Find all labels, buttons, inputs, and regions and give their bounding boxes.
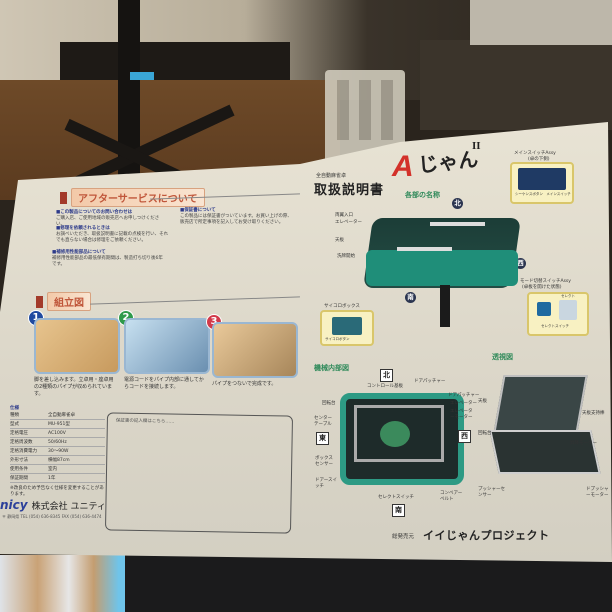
cutaway-heading: 透視図 — [492, 353, 513, 361]
direction-north-icon: 北 — [452, 198, 463, 209]
after-service-heading: アフターサービスについて — [60, 188, 205, 207]
assembly-heading: 組立図 — [36, 292, 91, 311]
printer — [470, 0, 612, 45]
blue-tape — [130, 72, 154, 80]
rail — [354, 405, 357, 462]
paper-stack — [0, 555, 125, 612]
manufacturer-brand: nicy 株式会社 ユニティ — [0, 498, 106, 512]
logo-version: II — [472, 140, 481, 152]
microphone-stand — [118, 0, 140, 175]
distributor-name: イイじゃんプロジェクト — [423, 529, 550, 542]
step-3-illustration — [212, 322, 298, 378]
spec-row: 使用条件室内 — [10, 465, 105, 474]
crate-slot — [359, 80, 371, 140]
direction-west-icon: 西 — [458, 430, 471, 443]
note-box: 保証書の記入欄はこちら…… — [104, 412, 294, 534]
direction-south-icon: 南 — [405, 292, 416, 303]
after-service-paragraph: ■補修用性能部品について 補修用性能部品の最低保有期間は、製造打ち切り後6年です… — [52, 250, 163, 267]
distributor-label: 総発売元 — [392, 534, 415, 540]
mode-switch-button — [537, 302, 551, 316]
mode-switch-card: セレクト セレクトスイッチ — [527, 292, 589, 336]
after-service-paragraph: ■修理を依頼されるときは お調べいただき、取扱説明書に記載の点検を行い、それでも… — [56, 226, 169, 243]
tile-row — [430, 222, 485, 226]
cutaway-base — [489, 430, 601, 474]
rail — [354, 459, 444, 462]
direction-north-icon: 北 — [380, 369, 393, 382]
crate-slot — [337, 80, 349, 140]
main-switch-card: シーケンスボタン メインスイッチ — [510, 162, 574, 204]
rail — [354, 405, 444, 408]
section-marker-icon — [36, 295, 43, 308]
assembly-step-3: 3 パイプをつないで完成です。 — [206, 314, 298, 388]
parts-heading: 各部の名称 — [405, 191, 440, 199]
spec-row: 外形寸法横幅87cm — [10, 456, 105, 465]
unity-logo: nicy — [0, 498, 28, 512]
cutaway-view — [489, 375, 601, 485]
inner-mechanism-view — [340, 393, 464, 485]
direction-east-icon: 東 — [316, 432, 329, 445]
background-shelf — [420, 40, 612, 130]
direction-south-icon: 南 — [392, 504, 405, 517]
direction-west-icon: 西 — [515, 258, 526, 269]
after-service-paragraph: ■この製品についてのお問い合わせは ご購入店、ご使用地域の販売店へお申しつけくだ… — [56, 210, 160, 227]
section-marker-icon — [60, 191, 67, 204]
rail — [441, 405, 444, 462]
mahjong-table-leg — [440, 285, 450, 327]
rotating-center — [380, 421, 410, 447]
manufacturer-address: 〒 静岡県 TEL (054) 636-8345 FAX (054) 636-4… — [2, 514, 102, 519]
assembly-step-1: 1 脚を差し込みます。立卓用・座卓用の2種類のパイプが収められています。 — [28, 310, 120, 398]
step-1-illustration — [34, 318, 120, 374]
after-service-paragraph: ■保証書について この製品には保証書がついています。お買い上げの際、販売店で所定… — [180, 208, 292, 225]
tile-row — [397, 247, 452, 251]
mahjong-table-body — [366, 250, 518, 286]
logo-a: A — [392, 150, 414, 183]
manual-subtitle: 全自動麻雀卓 — [316, 173, 347, 179]
step-2-illustration — [124, 318, 210, 374]
select-switch — [559, 300, 577, 320]
dice-box-panel — [332, 317, 362, 335]
dice-box-card: サイコロボタン — [320, 310, 374, 346]
manual-title: 取扱説明書 — [314, 183, 385, 198]
spec-row: 種類全自動麻雀卓 — [10, 411, 105, 420]
inner-heading: 機械内部図 — [314, 364, 349, 372]
main-switch-panel — [518, 168, 566, 190]
crate-slot — [381, 80, 393, 140]
assembly-step-2: 2 電源コードをパイプ内部に通してからコードを接続します。 — [118, 310, 210, 391]
